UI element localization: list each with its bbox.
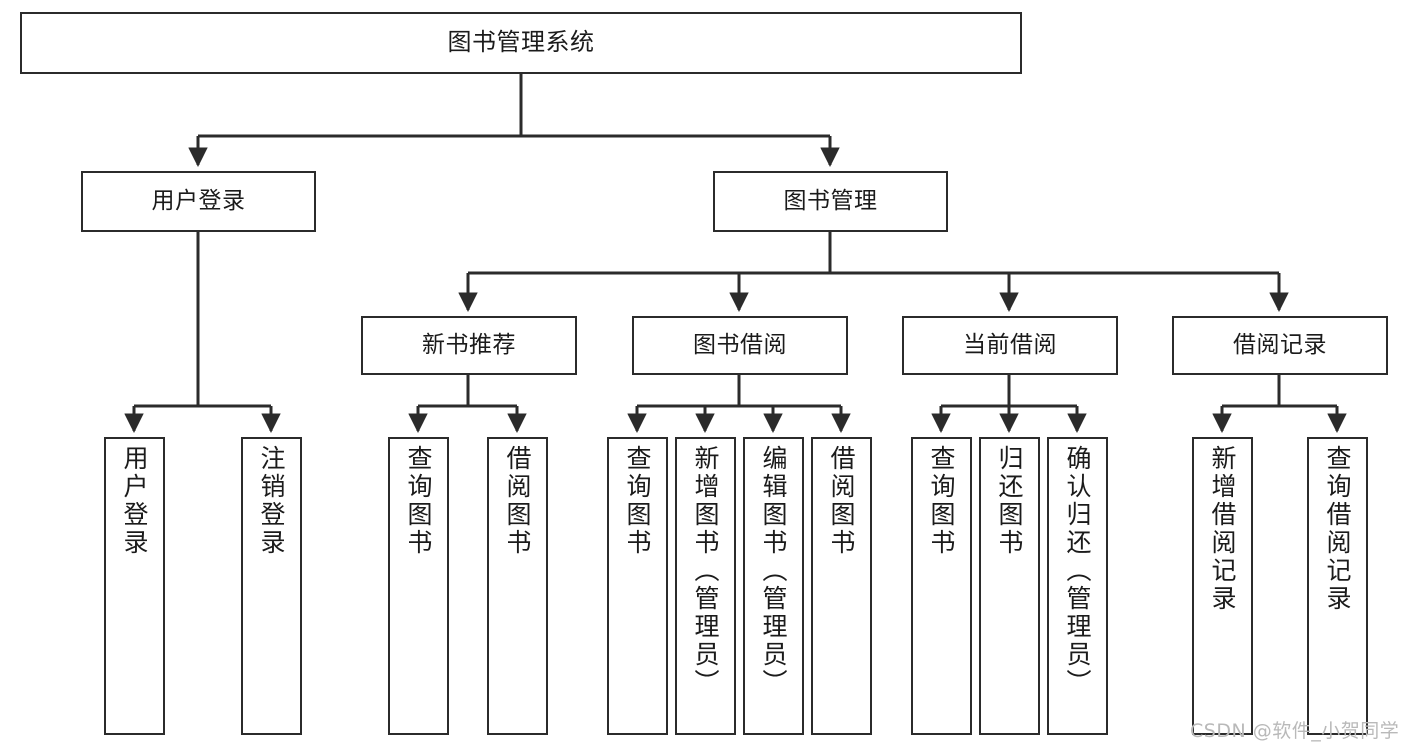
leaf-record-query[interactable]: 查询借阅记录 [1307,437,1368,735]
node-label: 借阅记录 [1233,332,1327,359]
leaf-borrow-borrow-book[interactable]: 借阅图书 [811,437,872,735]
node-label: 确认归还（管理员） [1063,445,1092,697]
node-label: 新增借阅记录 [1208,445,1237,613]
node-label: 用户登录 [151,188,246,215]
node-label: 当前借阅 [963,332,1057,359]
node-label: 图书借阅 [693,332,787,359]
node-borrow-records[interactable]: 借阅记录 [1172,316,1388,375]
leaf-record-add[interactable]: 新增借阅记录 [1192,437,1253,735]
node-root-system[interactable]: 图书管理系统 [20,12,1022,74]
leaf-current-confirm-return[interactable]: 确认归还（管理员） [1047,437,1108,735]
node-book-management[interactable]: 图书管理 [713,171,948,232]
node-label: 查询图书 [404,445,433,557]
leaf-borrow-query-book[interactable]: 查询图书 [607,437,668,735]
csdn-watermark: CSDN @软件_小贺同学 [1190,720,1400,742]
leaf-current-query-book[interactable]: 查询图书 [911,437,972,735]
node-label: 图书管理系统 [447,28,595,57]
node-label: 查询借阅记录 [1323,445,1352,613]
node-label: 借阅图书 [503,445,532,557]
leaf-user-logout[interactable]: 注销登录 [241,437,302,735]
leaf-borrow-edit-book[interactable]: 编辑图书（管理员） [743,437,804,735]
node-label: 新增图书（管理员） [691,445,720,697]
node-label: 用户登录 [120,445,149,557]
node-label: 查询图书 [927,445,956,557]
leaf-borrow-add-book[interactable]: 新增图书（管理员） [675,437,736,735]
node-label: 借阅图书 [827,445,856,557]
node-label: 归还图书 [995,445,1024,557]
node-label: 查询图书 [623,445,652,557]
node-book-borrow[interactable]: 图书借阅 [632,316,848,375]
leaf-user-login[interactable]: 用户登录 [104,437,165,735]
node-label: 新书推荐 [422,332,516,359]
node-label: 编辑图书（管理员） [759,445,788,697]
leaf-new-book-query[interactable]: 查询图书 [388,437,449,735]
leaf-current-return-book[interactable]: 归还图书 [979,437,1040,735]
node-current-borrow[interactable]: 当前借阅 [902,316,1118,375]
node-label: 注销登录 [257,445,286,557]
node-user-login[interactable]: 用户登录 [81,171,316,232]
node-label: 图书管理 [783,188,878,215]
leaf-new-book-borrow[interactable]: 借阅图书 [487,437,548,735]
node-new-book-recommend[interactable]: 新书推荐 [361,316,577,375]
